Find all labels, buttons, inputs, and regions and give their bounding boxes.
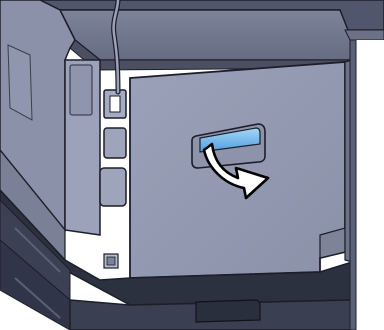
tray-handle (196, 300, 260, 322)
right-frame (350, 40, 384, 330)
usb-cable (114, 0, 118, 92)
